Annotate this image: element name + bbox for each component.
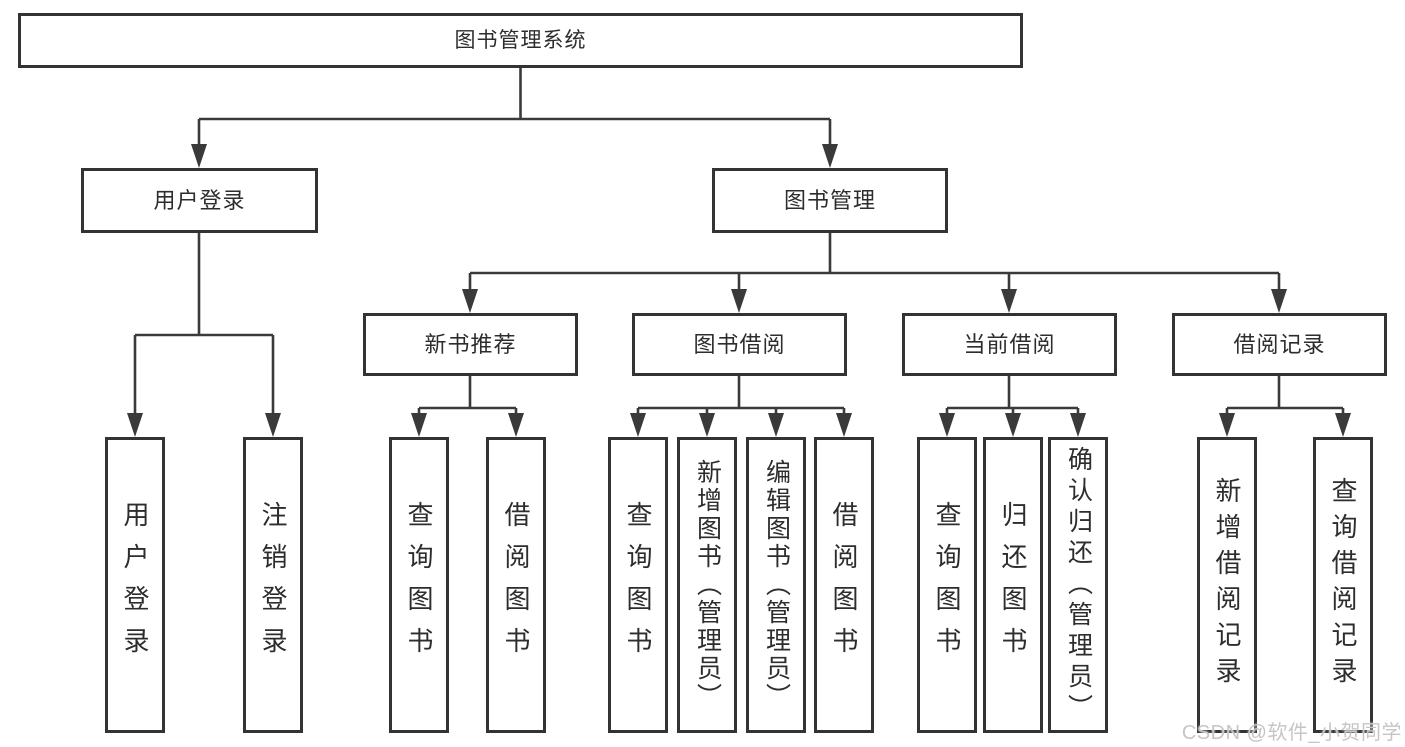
leaf-confirm-return-admin-label: 确认归还（管理员） [1064, 445, 1093, 725]
arrowhead [265, 413, 281, 437]
node-root: 图书管理系统 [18, 13, 1023, 68]
arrowhead [127, 413, 143, 437]
node-new-book-recommend: 新书推荐 [363, 313, 578, 376]
leaf-borrow-books-recommend-label: 借阅图书 [501, 501, 531, 669]
leaf-return-books: 归还图书 [983, 437, 1043, 733]
arrowhead [699, 413, 715, 437]
arrowhead [462, 289, 478, 313]
arrowhead [630, 413, 646, 437]
watermark-text: CSDN @软件_小贺同学 [1181, 722, 1402, 744]
leaf-add-books-admin: 新增图书（管理员） [677, 437, 737, 733]
leaf-add-borrow-record-label: 新增借阅记录 [1212, 477, 1242, 693]
leaf-query-books-recommend-label: 查询图书 [404, 501, 434, 669]
arrowhead [1335, 413, 1351, 437]
node-new-book-recommend-label: 新书推荐 [424, 331, 517, 357]
leaf-user-login: 用户登录 [105, 437, 165, 733]
leaf-logout: 注销登录 [243, 437, 303, 733]
node-current-borrow: 当前借阅 [902, 313, 1117, 376]
arrowhead [822, 144, 838, 168]
arrowhead [191, 144, 207, 168]
node-book-management: 图书管理 [712, 168, 948, 233]
leaf-add-books-admin-label: 新增图书（管理员） [693, 459, 722, 711]
leaf-query-borrow-record: 查询借阅记录 [1313, 437, 1373, 733]
leaf-query-books-recommend: 查询图书 [389, 437, 449, 733]
connector-root-to-level2 [191, 68, 838, 168]
node-borrow-records-label: 借阅记录 [1233, 331, 1326, 357]
leaf-logout-label: 注销登录 [258, 501, 288, 669]
arrowhead [1001, 289, 1017, 313]
leaf-query-books-borrow-label: 查询图书 [623, 501, 653, 669]
connector-borrow-records-to-leaves [1219, 376, 1351, 437]
connector-book-borrow-to-leaves [630, 376, 852, 437]
arrowhead [1271, 289, 1287, 313]
node-book-management-label: 图书管理 [783, 187, 876, 213]
connector-user-login-to-leaves [127, 233, 281, 437]
node-root-label: 图书管理系统 [454, 29, 587, 52]
node-book-borrow-label: 图书借阅 [693, 331, 786, 357]
arrowhead [939, 413, 955, 437]
leaf-edit-books-admin-label: 编辑图书（管理员） [762, 459, 791, 711]
arrowhead [1070, 413, 1086, 437]
arrowhead [731, 289, 747, 313]
leaf-query-books-current: 查询图书 [917, 437, 977, 733]
node-user-login: 用户登录 [81, 168, 318, 233]
arrowhead [836, 413, 852, 437]
connector-new-book-to-leaves [411, 376, 524, 437]
arrowhead [411, 413, 427, 437]
node-current-borrow-label: 当前借阅 [963, 331, 1056, 357]
leaf-query-borrow-record-label: 查询借阅记录 [1328, 477, 1358, 693]
arrowhead [508, 413, 524, 437]
leaf-return-books-label: 归还图书 [998, 501, 1028, 669]
leaf-add-borrow-record: 新增借阅记录 [1197, 437, 1257, 733]
arrowhead [768, 413, 784, 437]
node-book-borrow: 图书借阅 [632, 313, 847, 376]
leaf-user-login-label: 用户登录 [120, 501, 150, 669]
arrowhead [1005, 413, 1021, 437]
leaf-query-books-borrow: 查询图书 [608, 437, 668, 733]
leaf-borrow-books: 借阅图书 [814, 437, 874, 733]
leaf-borrow-books-recommend: 借阅图书 [486, 437, 546, 733]
connector-current-borrow-to-leaves [939, 376, 1086, 437]
connector-book-mgmt-to-level3 [462, 233, 1287, 313]
arrowhead [1219, 413, 1235, 437]
leaf-edit-books-admin: 编辑图书（管理员） [746, 437, 806, 733]
leaf-confirm-return-admin: 确认归还（管理员） [1048, 437, 1108, 733]
leaf-query-books-current-label: 查询图书 [932, 501, 962, 669]
node-borrow-records: 借阅记录 [1172, 313, 1387, 376]
leaf-borrow-books-label: 借阅图书 [829, 501, 859, 669]
node-user-login-label: 用户登录 [153, 187, 246, 213]
